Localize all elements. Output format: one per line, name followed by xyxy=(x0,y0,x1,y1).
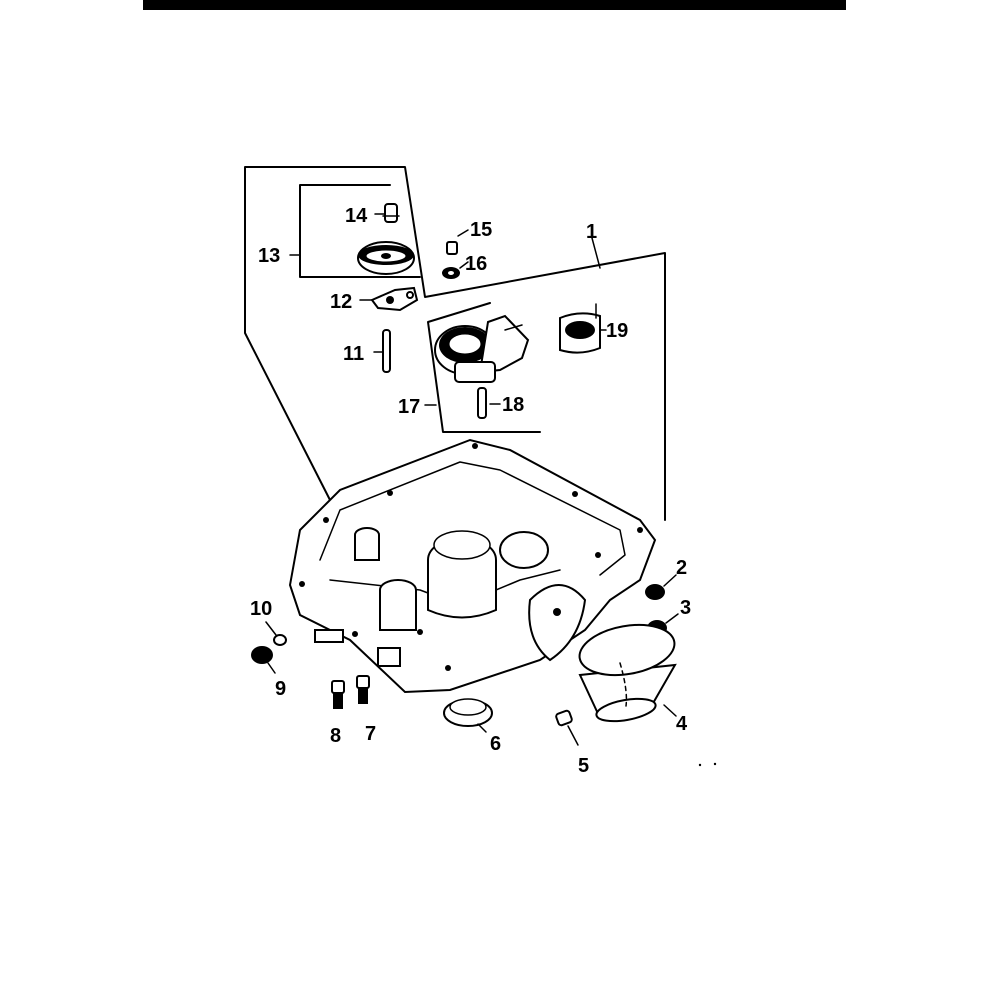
part-12-plate xyxy=(370,286,419,312)
label-part-19: 19 xyxy=(606,320,628,342)
label-part-13: 13 xyxy=(258,245,280,267)
part-17-governor-assembly xyxy=(434,314,530,383)
part-13-gear xyxy=(357,241,415,275)
label-part-3: 3 xyxy=(680,597,691,619)
label-part-6: 6 xyxy=(490,733,501,755)
part-8-screw xyxy=(331,680,345,709)
scan-specks xyxy=(698,762,717,767)
part-16-washer xyxy=(442,267,460,279)
assembly-bracket-17 xyxy=(427,302,541,433)
leader-15 xyxy=(457,229,469,237)
part-2-plug xyxy=(645,574,677,600)
top-border-bar xyxy=(143,0,846,10)
part-5-plug xyxy=(555,709,579,746)
label-part-4: 4 xyxy=(676,713,688,735)
part-9-plug xyxy=(251,646,276,674)
label-part-17: 17 xyxy=(398,396,420,418)
label-part-15: 15 xyxy=(470,219,492,241)
label-part-14: 14 xyxy=(345,205,368,227)
part-15-screw xyxy=(446,241,458,255)
assembly-bracket-13 xyxy=(299,184,421,278)
part-18-shaft xyxy=(477,387,487,419)
assembly-bracket-1 xyxy=(244,166,666,521)
label-part-18: 18 xyxy=(502,394,524,416)
part-10-pin xyxy=(265,621,287,646)
part-19-bearing xyxy=(559,303,601,354)
label-part-11: 11 xyxy=(343,343,364,365)
label-part-10: 10 xyxy=(250,598,272,620)
label-part-16: 16 xyxy=(465,253,487,275)
part-1-crankcase xyxy=(288,438,657,694)
part-4-oil-filter xyxy=(578,623,677,723)
label-part-1: 1 xyxy=(586,221,597,243)
label-part-8: 8 xyxy=(330,725,341,747)
label-part-2: 2 xyxy=(676,557,687,579)
part-11-pin xyxy=(382,329,391,373)
leader-16 xyxy=(459,261,469,269)
label-part-5: 5 xyxy=(578,755,589,777)
label-part-12: 12 xyxy=(330,291,352,313)
label-part-9: 9 xyxy=(275,678,286,700)
label-part-7: 7 xyxy=(365,723,376,745)
part-7-screw xyxy=(356,675,370,704)
leader-1 xyxy=(591,237,601,269)
part-6-seal xyxy=(443,698,493,733)
part-14-bolt xyxy=(382,203,400,223)
